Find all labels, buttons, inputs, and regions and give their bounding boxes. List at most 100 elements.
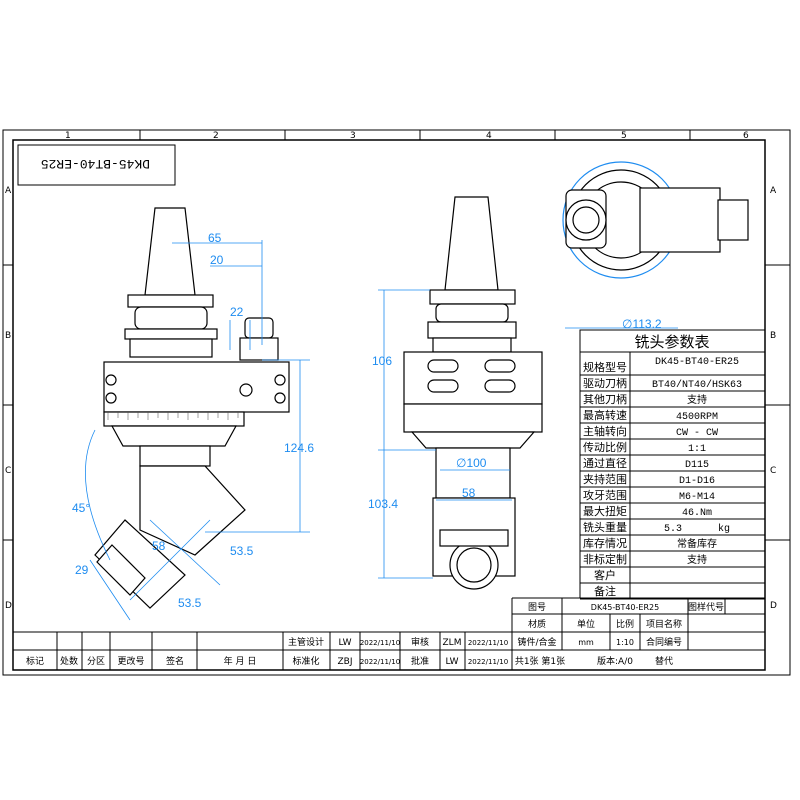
title-block-grid [13, 597, 765, 670]
std-label: 标准化 [292, 655, 319, 667]
param-label: 非标定制 [583, 552, 627, 566]
column-label: 2 [213, 131, 219, 141]
rotated-label-box [17, 144, 176, 186]
header-zone: 分区 [87, 656, 105, 667]
std-by: ZBJ [338, 657, 353, 667]
row-label: B [5, 331, 11, 341]
front-view [403, 196, 543, 590]
review-by: ZLM [443, 638, 462, 648]
param-value: 支持 [687, 553, 707, 567]
dimension-53-5: 53.5 [178, 596, 202, 610]
rotated-drawing-label: DK45-BT40-ER25 [41, 156, 150, 171]
dimension-65: 65 [208, 231, 222, 245]
param-label: 通过直径 [583, 456, 627, 470]
dimension-124-6: 124.6 [284, 441, 314, 455]
dimension-103-4: 103.4 [368, 497, 398, 511]
param-label: 攻牙范围 [583, 488, 627, 502]
drawing-no: DK45-BT40-ER25 [591, 603, 659, 612]
replace-label: 替代 [655, 655, 673, 667]
design-date: 2022/11/10 [360, 639, 400, 647]
dimension-53-5: 53.5 [230, 544, 254, 558]
param-value: 46.Nm [682, 508, 712, 519]
dimension-diameter-100: ∅100 [456, 456, 487, 470]
param-label: 夹持范围 [583, 472, 627, 486]
sample-code-label: 图样代号 [688, 601, 724, 613]
angle-scale [103, 411, 245, 427]
collet-nut [94, 519, 186, 609]
param-value: D115 [685, 460, 709, 471]
row-label: C [770, 466, 776, 476]
param-value: 常备库存 [677, 537, 717, 551]
dimension-diameter-113-2: ∅113.2 [622, 317, 662, 331]
side-dimension-lines [85, 240, 310, 621]
dimension-106: 106 [372, 354, 392, 368]
std-date: 2022/11/10 [360, 658, 400, 666]
scale-ticks [107, 412, 239, 420]
review-label: 审核 [411, 636, 429, 648]
param-label: 客户 [594, 568, 616, 582]
dimension-58: 58 [462, 486, 476, 500]
project-label: 项目名称 [646, 618, 682, 630]
row-label: D [5, 601, 12, 611]
dimension-22: 22 [230, 305, 244, 319]
unit-label: 单位 [577, 618, 595, 630]
header-count: 处数 [60, 655, 78, 667]
param-label: 主轴转向 [583, 424, 627, 438]
param-label: 其他刀柄 [583, 393, 627, 406]
approve-date: 2022/11/10 [468, 658, 508, 666]
outer-frame [2, 129, 791, 676]
param-label: 传动比例 [583, 440, 627, 454]
header-date: 年 月 日 [224, 655, 257, 667]
row-label: C [5, 466, 11, 476]
param-value: CW - CW [676, 428, 718, 439]
approve-by: LW [445, 657, 458, 667]
param-value: 4500RPM [676, 412, 718, 423]
dimension-58: 58 [152, 539, 166, 553]
dimension-29: 29 [75, 563, 89, 577]
header-signature: 签名 [166, 655, 184, 667]
dimension-45-degree: 45° [72, 501, 90, 515]
header-change-no: 更改号 [117, 655, 144, 667]
param-label: 铣头重量 [583, 520, 627, 534]
row-label: A [5, 186, 12, 196]
param-value: 1:1 [688, 444, 706, 455]
param-value: 支持 [687, 393, 707, 407]
param-label: 备注 [594, 584, 616, 598]
param-label: 驱动刀柄 [583, 377, 627, 390]
zone-ticks [3, 130, 790, 541]
drawing-no-label: 图号 [528, 602, 546, 613]
param-label: 库存情况 [583, 536, 627, 550]
approve-label: 批准 [411, 655, 429, 667]
param-label: 最大扭矩 [583, 504, 627, 518]
scale: 1:10 [616, 638, 634, 647]
dimension-20: 20 [210, 253, 224, 267]
design-label: 主管设计 [288, 636, 324, 648]
header-mark: 标记 [26, 655, 44, 667]
review-date: 2022/11/10 [468, 639, 508, 647]
material: 铸件/合金 [517, 636, 556, 648]
row-label: A [770, 186, 777, 196]
design-by: LW [338, 638, 351, 648]
front-dimension-lines [378, 289, 512, 579]
row-label: B [770, 331, 776, 341]
column-label: 3 [350, 131, 356, 141]
column-label: 1 [65, 131, 71, 141]
sheets: 共1张 第1张 [515, 655, 565, 667]
scale-label: 比例 [616, 618, 634, 630]
angle-scale [403, 403, 543, 433]
param-value: 5.3 kg [664, 523, 730, 535]
column-label: 4 [486, 131, 492, 141]
param-label: 最高转速 [583, 408, 627, 422]
param-table-title: 铣头参数表 [634, 333, 709, 351]
column-label: 6 [743, 131, 749, 141]
param-value: DK45-BT40-ER25 [655, 357, 739, 368]
material-label: 材质 [528, 618, 546, 630]
column-label: 5 [621, 131, 627, 141]
param-value: M6-M14 [679, 492, 715, 503]
top-view [562, 161, 749, 279]
version: 版本:A/0 [597, 655, 633, 667]
param-value: D1-D16 [679, 476, 715, 487]
